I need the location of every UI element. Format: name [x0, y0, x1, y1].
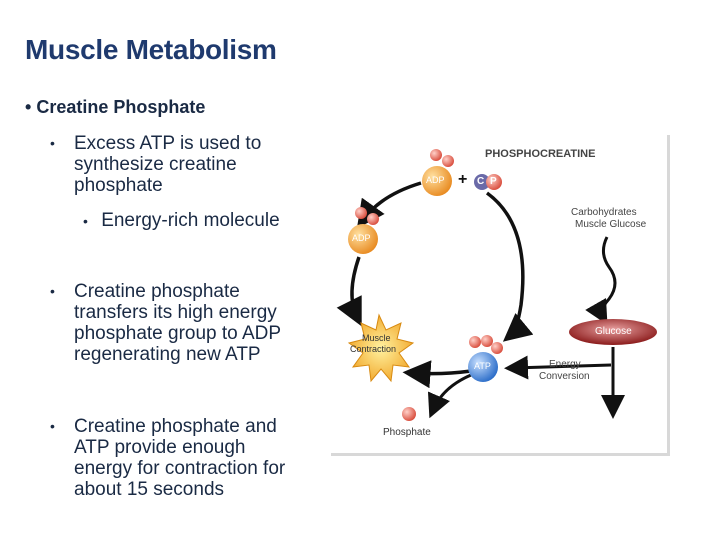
bullet-marker: • — [25, 97, 32, 117]
atp-label: ATP — [474, 361, 491, 371]
conversion-label: Conversion — [539, 371, 590, 382]
adp-top-phosphate-2 — [442, 155, 454, 167]
bullet-1-line-1: Excess ATP is used to — [74, 133, 262, 154]
bullet-2-line-4: regenerating new ATP — [74, 344, 261, 365]
phosphate-ball-cp — [486, 174, 502, 190]
bullet-marker: • — [83, 213, 88, 229]
phosphate-label: Phosphate — [383, 427, 431, 438]
bullet-1: • Excess ATP is used to synthesize creat… — [50, 133, 300, 196]
bullet-3-line-2: ATP provide enough — [74, 437, 246, 458]
cycle-arrow-top-right — [485, 191, 534, 342]
bullet-3-line-4: about 15 seconds — [74, 479, 225, 500]
bullet-3: • Creatine phosphate and ATP provide eno… — [50, 416, 300, 500]
energy-label: Energy — [549, 359, 581, 370]
glucose-label: Glucose — [595, 326, 632, 337]
bullet-3-line-3: energy for contraction for — [74, 458, 286, 479]
bullet-1-line-2: synthesize creatine — [74, 154, 237, 175]
creatine-ball — [474, 174, 490, 190]
heading-text: Creatine Phosphate — [36, 97, 206, 117]
muscle-glucose-label: Muscle Glucose — [575, 219, 647, 230]
adp-left-phosphate-2 — [367, 213, 379, 225]
bullet-2-line-1: Creatine phosphate — [74, 281, 240, 302]
phosphocreatine-label: PHOSPHOCREATINE — [485, 148, 596, 160]
bullet-3-line-1: Creatine phosphate and — [74, 416, 277, 437]
bullet-marker: • — [50, 135, 55, 151]
sub-bullet: • Energy-rich molecule — [83, 210, 280, 232]
cycle-arrow-top-left — [356, 181, 422, 229]
adp-left-ball — [348, 224, 378, 254]
adp-top-phosphate-1 — [430, 149, 442, 161]
carbohydrates-label: Carbohydrates — [571, 207, 637, 218]
muscle-contraction-burst — [347, 313, 415, 383]
diagram-graphics — [336, 149, 657, 421]
contraction-label: Contraction — [350, 344, 397, 354]
glucose-wavy-arrow — [585, 236, 617, 325]
adp-top-ball — [422, 166, 452, 196]
atp-phosphate-1 — [469, 336, 481, 348]
plus-sign: + — [458, 171, 468, 188]
muscle-label: Muscle — [362, 333, 391, 343]
atp-ball — [468, 352, 498, 382]
adp-left-phosphate-1 — [355, 207, 367, 219]
atp-phosphate-2 — [481, 335, 493, 347]
sub-bullet-text: Energy-rich molecule — [101, 210, 280, 231]
slide-title: Muscle Metabolism — [25, 34, 277, 65]
cycle-arrow-left — [336, 256, 362, 327]
phosphate-arrow — [427, 373, 472, 419]
bullet-1-line-3: phosphate — [74, 175, 163, 196]
bullet-2: • Creatine phosphate transfers its high … — [50, 281, 300, 365]
p-label: P — [490, 176, 497, 187]
glucose-capsule — [569, 319, 657, 345]
cycle-arrow-atp-to-muscle — [402, 360, 472, 389]
c-label: C — [477, 176, 485, 187]
free-phosphate-ball — [402, 407, 416, 421]
adp-left-label: ADP — [352, 233, 371, 243]
bullet-2-line-2: transfers its high energy — [74, 302, 277, 323]
phosphocreatine-diagram: PHOSPHOCREATINE ADP + C P ADP Muscle Con… — [331, 135, 670, 456]
adp-top-label: ADP — [426, 175, 445, 185]
energy-arrow — [504, 355, 612, 380]
bullet-2-line-3: phosphate group to ADP — [74, 323, 282, 344]
heading-bullet: • Creatine Phosphate — [25, 97, 205, 118]
atp-phosphate-3 — [491, 342, 503, 354]
bullet-marker: • — [50, 418, 55, 434]
bullet-marker: • — [50, 283, 55, 299]
